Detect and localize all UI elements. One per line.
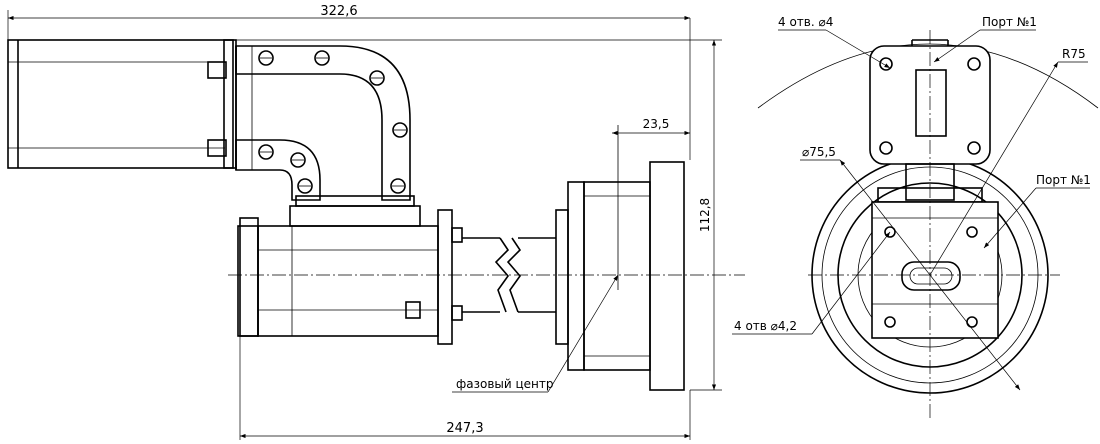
label-phase-center: фазовый центр [456, 377, 554, 391]
dimensions-side: 322,6 23,5 112,8 247,3 фазовый центр [7, 4, 722, 440]
label-diameter: ⌀75,5 [802, 145, 836, 159]
dim-offset: 23,5 [643, 117, 670, 131]
label-holes-bottom: 4 отв ⌀4,2 [734, 319, 797, 333]
waveguide-elbow-inner [235, 139, 321, 201]
label-port-side: Порт №1 [1036, 173, 1091, 187]
waveguide-elbow-outer [235, 45, 411, 201]
rotary-joint-body [257, 225, 439, 337]
label-port-top: Порт №1 [982, 15, 1037, 29]
front-view [757, 30, 1099, 420]
horn-body [7, 39, 234, 169]
r75-arc [757, 43, 1099, 109]
label-holes-top: 4 отв. ⌀4 [778, 15, 833, 29]
dim-height: 112,8 [698, 198, 712, 232]
side-view [7, 39, 745, 391]
elbow-bolts [258, 50, 408, 194]
label-radius: R75 [1062, 47, 1086, 61]
dim-overall-length: 322,6 [320, 4, 357, 19]
dimensions-front: 4 отв. ⌀4 Порт №1 R75 ⌀75,5 Порт №1 4 от… [732, 15, 1091, 391]
dim-bottom-length: 247,3 [446, 421, 483, 436]
